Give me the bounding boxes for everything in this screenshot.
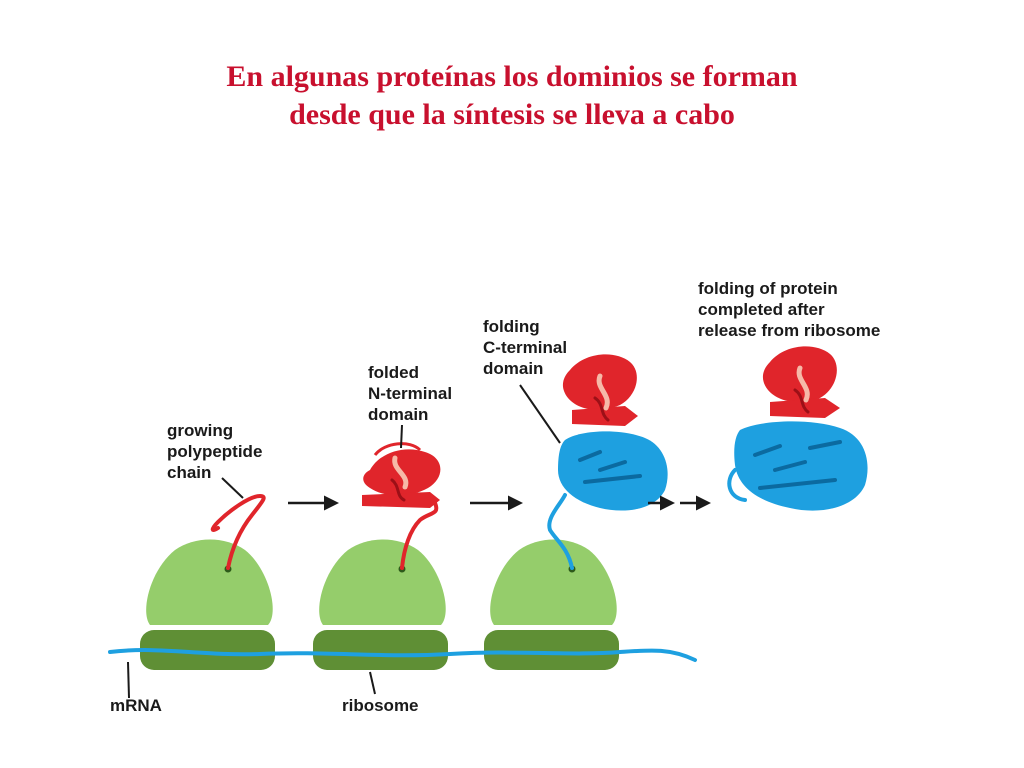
mrna-strand <box>108 648 697 662</box>
ribosome-small-subunit <box>140 630 275 670</box>
label-folding-c-terminal-domain: folding C-terminal domain <box>483 317 572 378</box>
ribosome-large-subunit <box>319 539 446 625</box>
label-growing-polypeptide-chain: growing polypeptide chain <box>167 421 267 482</box>
completed-folded-protein <box>727 346 868 511</box>
label-folding-completed: folding of protein completed after relea… <box>698 279 880 340</box>
folding-c-terminal-domain <box>547 354 668 570</box>
leader-mrna <box>127 661 130 699</box>
ribosome-1 <box>140 539 275 670</box>
slide-title: En algunas proteínas los dominios se for… <box>0 58 1024 134</box>
growing-polypeptide-chain <box>210 493 266 570</box>
leader-c-terminal <box>519 384 561 444</box>
label-mrna: mRNA <box>110 696 162 715</box>
label-folded-n-terminal-domain: folded N-terminal domain <box>368 363 457 424</box>
ribosome-2 <box>313 539 448 670</box>
leader-n-terminal <box>400 424 403 449</box>
folded-n-terminal-domain <box>362 442 441 570</box>
title-line-1: En algunas proteínas los dominios se for… <box>226 60 798 93</box>
title-line-2: desde que la síntesis se lleva a cabo <box>289 98 735 131</box>
leader-growing-chain <box>221 477 244 499</box>
label-ribosome: ribosome <box>342 696 419 715</box>
leader-ribosome <box>369 671 376 695</box>
ribosome-3 <box>484 539 619 670</box>
ribosome-large-subunit <box>490 539 617 625</box>
ribosome-large-subunit <box>146 539 273 625</box>
ribosome-small-subunit <box>484 630 619 670</box>
ribosome-small-subunit <box>313 630 448 670</box>
